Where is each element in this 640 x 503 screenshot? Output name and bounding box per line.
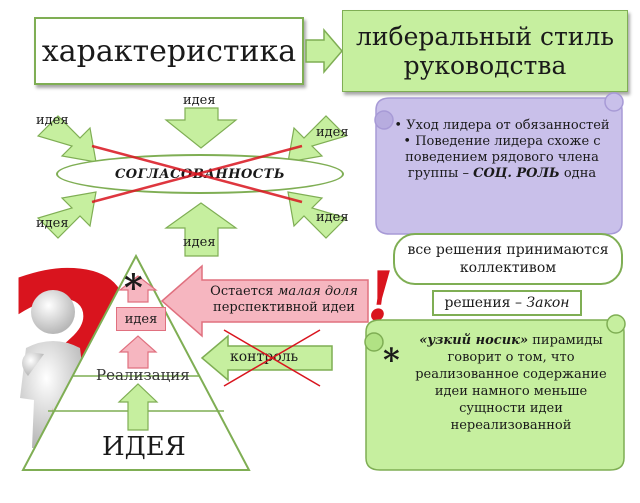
idea-base-label: ИДЕЯ — [102, 432, 186, 462]
idea-label: идея — [316, 125, 349, 140]
law-prefix: решения – — [444, 295, 522, 311]
realization-label: Реализация — [96, 366, 190, 384]
style-title-text: либеральный стиль руководства — [356, 22, 614, 80]
idea-arrows — [36, 107, 348, 257]
title-text: характеристика — [41, 33, 297, 69]
law-emph: Закон — [526, 295, 570, 311]
scroll-item: • Поведение лидера схоже с поведением ря… — [403, 134, 601, 181]
asterisk-icon: * — [383, 341, 400, 379]
purple-scroll — [374, 92, 624, 235]
idea-label: идея — [183, 235, 216, 250]
down-arrow-icon — [164, 107, 238, 149]
left-arrow-icon — [200, 334, 333, 382]
scroll-content: • Уход лидера от обязанностей • Поведени… — [384, 118, 620, 182]
pyramid-idea-box: идея — [116, 307, 166, 331]
diag-arrow-icon — [287, 115, 348, 163]
style-title-box: либеральный стиль руководства — [342, 10, 628, 92]
idea-label: идея — [36, 113, 69, 128]
up-arrow-icon — [117, 383, 159, 431]
cross-out-icon — [91, 144, 303, 204]
up-arrow-icon — [118, 275, 158, 303]
left-arrow-icon — [160, 264, 369, 338]
idea-label: идея — [316, 210, 349, 225]
right-arrow-icon — [305, 28, 343, 74]
pyramid — [21, 253, 251, 471]
remains-text: Остается малая доля перспективной идеи — [210, 284, 358, 315]
green-scroll — [364, 314, 626, 471]
diag-arrow-icon — [36, 191, 97, 239]
note-text: «узкий носик» пирамиды говорит о том, чт… — [415, 333, 607, 433]
decisions-box: все решения принимаются коллективом — [393, 233, 623, 285]
cross-out-icon — [223, 329, 321, 387]
idea-label: идея — [183, 93, 216, 108]
scroll-item: • Уход лидера от обязанностей — [394, 118, 610, 133]
thinking-person-icon — [20, 290, 86, 448]
diag-arrow-icon — [287, 191, 348, 239]
social-role-text: СОЦ. РОЛЬ — [473, 166, 560, 181]
asterisk-icon: * — [124, 267, 143, 309]
up-arrow-icon — [118, 335, 158, 369]
idea-label: идея — [36, 216, 69, 231]
decisions-text: все решения принимаются коллективом — [407, 242, 609, 276]
up-arrow-icon — [164, 202, 238, 257]
title-box: характеристика — [34, 17, 304, 85]
law-box: решения – Закон — [432, 290, 582, 316]
